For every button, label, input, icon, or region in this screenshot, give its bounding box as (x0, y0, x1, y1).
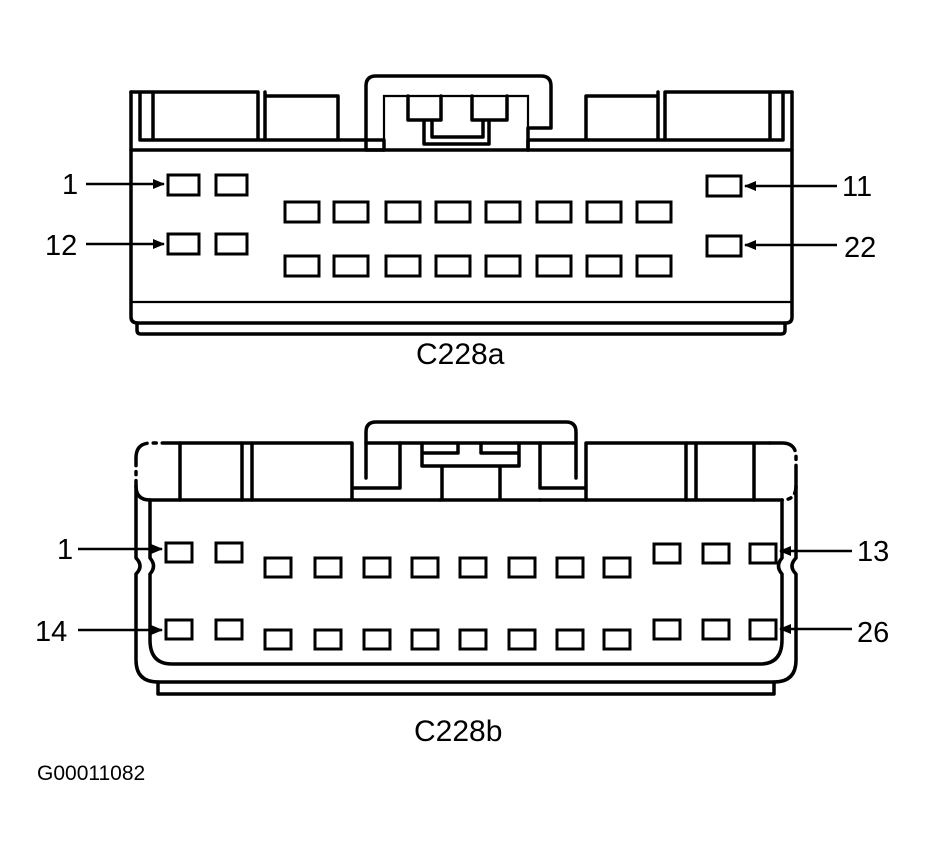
c228a-pin (635, 200, 673, 224)
c228a-pin (214, 232, 249, 256)
c228b-pins (164, 541, 778, 651)
c228a-pin (535, 254, 573, 278)
c228a-pin (705, 234, 743, 258)
c228b-pin (362, 556, 392, 579)
c228a-pin (434, 200, 472, 224)
c228a-pin (585, 200, 623, 224)
c228a-label-pin-12: 12 (45, 230, 77, 262)
c228b-latch (364, 420, 578, 480)
c228a-base (135, 321, 787, 336)
c228b-pin (313, 556, 343, 579)
c228b-right-ribs (538, 441, 772, 502)
c228b-housing-top-right (768, 441, 798, 502)
c228a-pin (384, 200, 422, 224)
c228b-pin (263, 628, 293, 651)
c228b-pin (602, 628, 632, 651)
c228a-pin (283, 254, 321, 278)
c228b-label-pin-1: 1 (57, 534, 73, 566)
c228b-base (156, 680, 776, 696)
c228a-label-pin-1: 1 (62, 169, 78, 201)
c228a-housing (129, 90, 794, 325)
c228a-latch-window (406, 94, 509, 146)
c228b-left-ribs (178, 441, 402, 502)
c228a-pin (535, 200, 573, 224)
c228b-housing (134, 484, 798, 684)
c228b-connector-name: C228b (414, 715, 502, 748)
c228b-housing-top-left (134, 441, 182, 502)
c228b-pin (214, 618, 244, 641)
c228b-pin (263, 556, 293, 579)
c228a-pin (283, 200, 321, 224)
c228b-label-pin-13: 13 (857, 536, 889, 568)
c228a-pin (484, 200, 522, 224)
figure-id: G00011082 (37, 762, 145, 785)
c228a-pins (166, 173, 743, 278)
c228b-pin (652, 542, 682, 565)
c228b-pin (507, 556, 537, 579)
c228a-pin (384, 254, 422, 278)
c228a-pin (705, 174, 743, 198)
c228b-pin (410, 628, 440, 651)
c228a-latch (364, 74, 553, 152)
c228b-pin (410, 556, 440, 579)
c228b-pin (507, 628, 537, 651)
c228a-label-pin-22: 22 (844, 232, 876, 264)
c228b-pin (748, 542, 778, 565)
c228a-pin (585, 254, 623, 278)
c228b-pin (701, 542, 731, 565)
c228b-label-pin-14: 14 (35, 616, 67, 648)
c228b-latch-window (398, 441, 542, 502)
c228b-inner-wall (148, 498, 784, 666)
c228b-pin (555, 556, 585, 579)
c228b-pin (458, 628, 488, 651)
c228b-pin (555, 628, 585, 651)
c228b-pin (748, 618, 778, 641)
c228a-pin (166, 232, 201, 256)
c228a-pin (166, 173, 201, 197)
c228a-pin (214, 173, 249, 197)
c228a-pin (332, 254, 370, 278)
c228b-pin (362, 628, 392, 651)
c228b-pin (458, 556, 488, 579)
c228b-pin (313, 628, 343, 651)
c228a-left-ribs (129, 90, 386, 152)
c228b-pin (701, 618, 731, 641)
c228a-right-ribs (526, 90, 794, 152)
connector-c228b: 1 14 13 26 C228b (35, 420, 889, 748)
c228b-pin (164, 618, 194, 641)
c228a-pin (635, 254, 673, 278)
c228a-pin (484, 254, 522, 278)
c228a-pin (434, 254, 472, 278)
c228a-latch-inner (382, 94, 530, 150)
connector-c228a: 1 12 11 22 C228a (45, 74, 876, 371)
c228a-pin (332, 200, 370, 224)
c228a-label-pin-11: 11 (842, 171, 872, 203)
c228b-pin (602, 556, 632, 579)
c228a-connector-name: C228a (416, 338, 505, 371)
c228b-pin (214, 541, 244, 564)
c228b-pin (652, 618, 682, 641)
c228b-pin (164, 541, 194, 564)
c228b-label-pin-26: 26 (857, 617, 889, 649)
